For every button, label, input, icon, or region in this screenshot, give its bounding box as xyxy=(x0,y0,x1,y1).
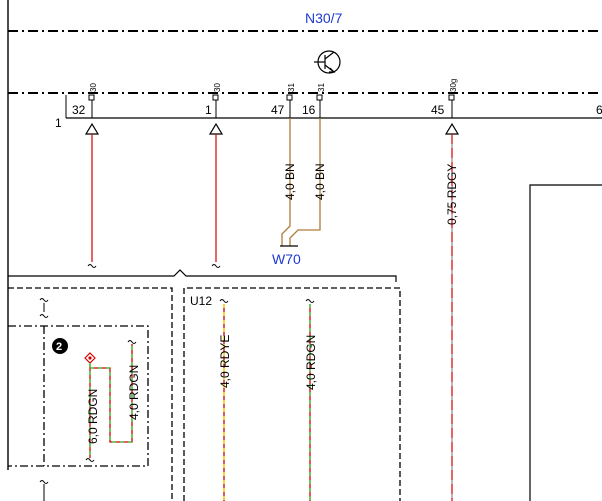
wire-break-icon xyxy=(87,264,97,268)
transistor-icon xyxy=(314,50,341,74)
pin-47: 47 31 xyxy=(271,83,296,118)
svg-text:30g: 30g xyxy=(449,79,458,92)
svg-text:32: 32 xyxy=(72,103,86,117)
svg-text:31: 31 xyxy=(287,83,296,92)
component-label-w70: W70 xyxy=(272,251,301,267)
wire-label-16: 4,0 BN xyxy=(313,163,327,200)
svg-text:30: 30 xyxy=(213,83,222,92)
wire-break-icon xyxy=(127,340,137,344)
pin-45: 45 30g xyxy=(431,79,458,118)
svg-text:30: 30 xyxy=(89,83,98,92)
wire-label-45: 0,75 RDGY xyxy=(445,164,459,225)
wire-brown-47 xyxy=(281,118,291,246)
wire-label-rdgn-u12: 4,0 RDGN xyxy=(304,335,318,390)
pin-32: 32 30 xyxy=(72,83,98,118)
connector-right-cut: 6 xyxy=(596,103,602,117)
wire-label-rdye: 4,0 RDYE xyxy=(218,335,232,388)
svg-text:31: 31 xyxy=(317,83,326,92)
wire-rdgn-loop xyxy=(90,344,133,443)
component-label-n30-7: N30/7 xyxy=(305,10,343,26)
wire-break-icon xyxy=(39,298,49,302)
wire-label-rdgn-6: 6,0 RDGN xyxy=(86,389,100,444)
wire-brown-16 xyxy=(289,118,321,246)
u12-block-outline xyxy=(183,287,401,501)
wire-break-icon xyxy=(39,480,49,484)
circle-marker: 2 xyxy=(52,338,68,354)
inner-block-outline xyxy=(8,325,149,467)
svg-text:45: 45 xyxy=(431,103,445,117)
connector-index: 1 xyxy=(55,116,62,130)
wire-label-rdgn-4: 4,0 RDGN xyxy=(127,365,141,420)
wire-break-icon xyxy=(211,264,221,268)
right-box xyxy=(529,184,602,501)
component-label-u12: U12 xyxy=(190,294,212,308)
wire-break-icon xyxy=(219,299,229,303)
svg-text:47: 47 xyxy=(271,103,285,117)
wire-break-icon xyxy=(85,458,95,462)
svg-text:1: 1 xyxy=(205,103,212,117)
left-block-outline xyxy=(8,287,173,501)
wire-break-icon xyxy=(305,299,315,303)
pin-1: 1 30 xyxy=(205,83,222,118)
wire-label-47: 4,0 BN xyxy=(283,163,297,200)
terminal-triangles xyxy=(84,122,460,135)
svg-text:16: 16 xyxy=(302,103,316,117)
wire-break-icon xyxy=(39,314,49,318)
svg-text:2: 2 xyxy=(56,341,62,353)
harness-bracket xyxy=(8,269,397,282)
pin-16: 16 31 xyxy=(302,83,326,118)
splice-dot xyxy=(88,356,92,360)
